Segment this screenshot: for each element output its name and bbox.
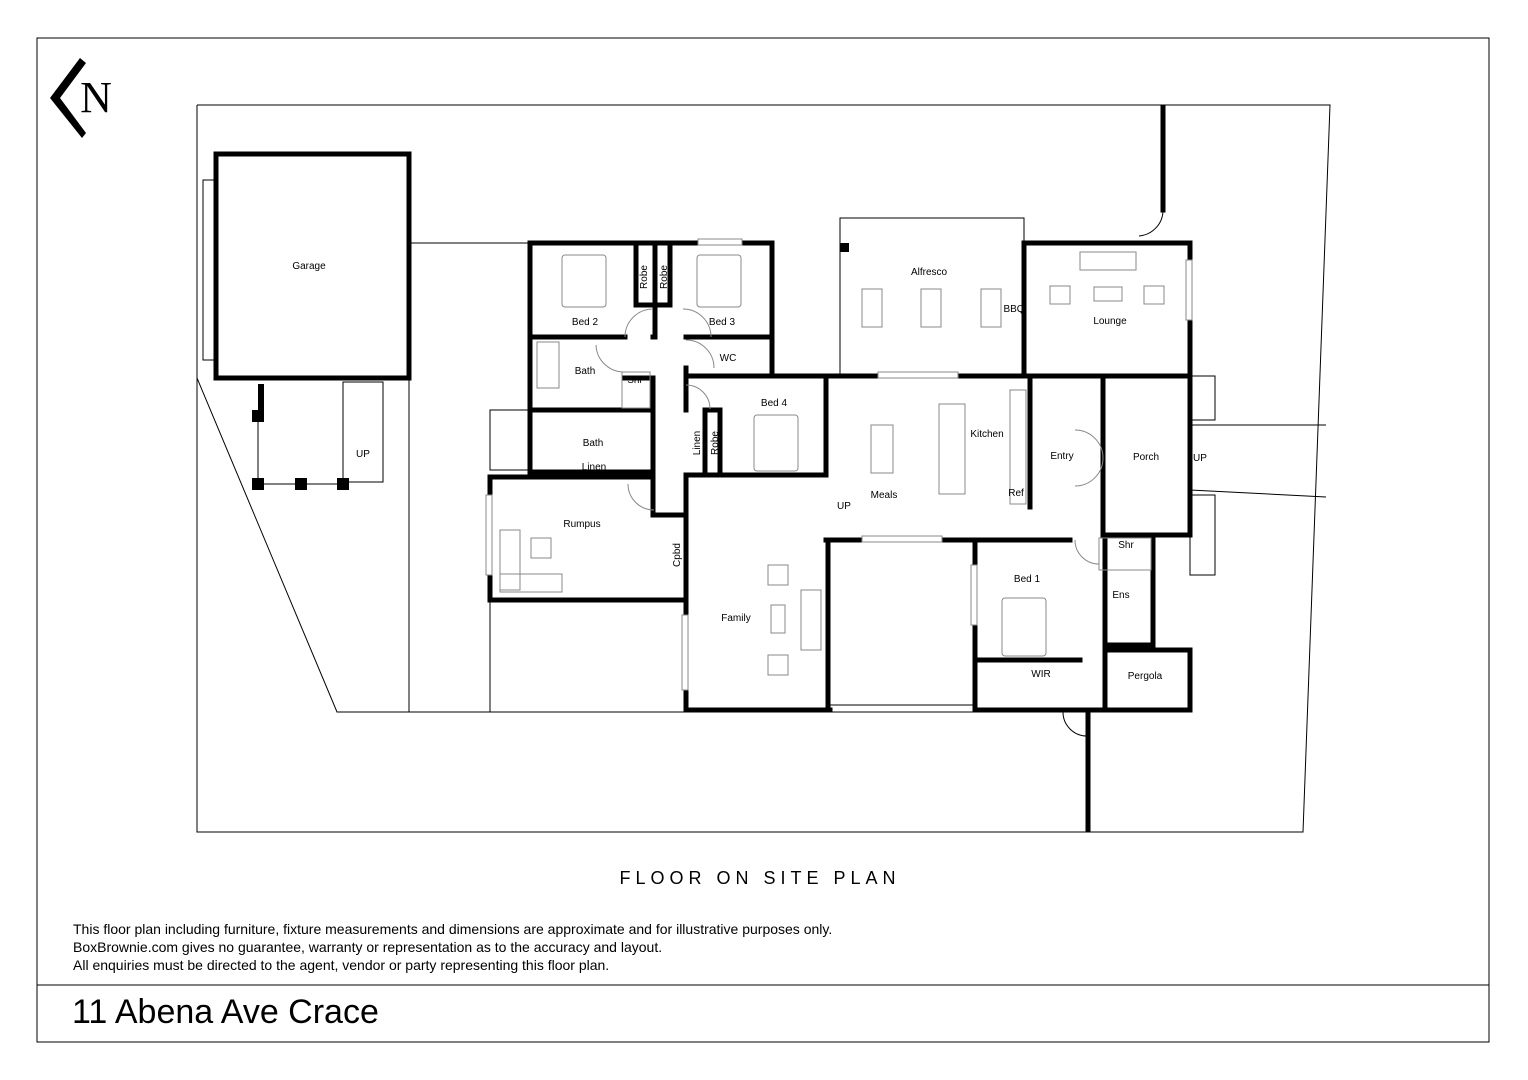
windows <box>485 238 1193 691</box>
disclaimer-line: BoxBrownie.com gives no guarantee, warra… <box>73 939 663 955</box>
room-label-robe: Robe <box>659 265 670 289</box>
property-address: 11 Abena Ave Crace <box>72 993 379 1031</box>
disclaimer-line: This floor plan including furniture, fix… <box>73 921 833 937</box>
room-label-kitchen: Kitchen <box>970 429 1003 440</box>
room-label-bed4: Bed 4 <box>761 398 788 409</box>
stair-up-label: UP <box>837 501 851 512</box>
room-label-wir: WIR <box>1031 669 1050 680</box>
room-labels: Garage Bed 2 Robe Robe Bed 3 WC Bath Shr… <box>292 261 1207 682</box>
room-label-alfresco: Alfresco <box>911 267 948 278</box>
room-label-ensuite: Ens <box>1112 590 1129 601</box>
room-label-robe: Robe <box>710 431 721 455</box>
room-label-bbq: BBQ <box>1003 304 1024 315</box>
stair-up-label: UP <box>1193 453 1207 464</box>
door-swings <box>595 308 1104 565</box>
north-arrow-icon: N <box>50 58 112 138</box>
garage-carport-posts <box>252 384 349 490</box>
room-label-entry: Entry <box>1050 451 1073 462</box>
room-label-rumpus: Rumpus <box>563 519 600 530</box>
furniture <box>499 251 1165 676</box>
room-label-family: Family <box>721 613 750 624</box>
room-label-linen: Linen <box>692 431 703 455</box>
room-label-wc: WC <box>720 353 737 364</box>
room-label-shower: Shr <box>627 375 643 386</box>
stair-up-label: UP <box>356 449 370 460</box>
room-label-linen: Linen <box>582 462 606 473</box>
room-label-porch: Porch <box>1133 452 1159 463</box>
room-label-bed3: Bed 3 <box>709 317 736 328</box>
svg-text:N: N <box>80 73 112 122</box>
room-label-cupboard: Cpbd <box>672 543 683 567</box>
room-label-meals: Meals <box>871 490 898 501</box>
room-label-bed2: Bed 2 <box>572 317 599 328</box>
house-walls <box>487 240 1193 713</box>
room-label-ref: Ref <box>1008 488 1024 499</box>
room-label-lounge: Lounge <box>1093 316 1127 327</box>
disclaimer: This floor plan including furniture, fix… <box>73 920 832 974</box>
room-label-robe: Robe <box>639 265 650 289</box>
room-label-shower: Shr <box>1118 540 1134 551</box>
disclaimer-line: All enquiries must be directed to the ag… <box>73 957 610 973</box>
room-label-pergola: Pergola <box>1128 671 1163 682</box>
room-label-bath: Bath <box>583 438 604 449</box>
garage-walls <box>213 151 412 381</box>
room-label-bath: Bath <box>575 366 596 377</box>
room-label-garage: Garage <box>292 261 326 272</box>
page-border <box>36 37 1490 1043</box>
plan-title: FLOOR ON SITE PLAN <box>619 868 901 888</box>
room-label-bed1: Bed 1 <box>1014 574 1041 585</box>
site-boundary <box>196 104 1331 833</box>
